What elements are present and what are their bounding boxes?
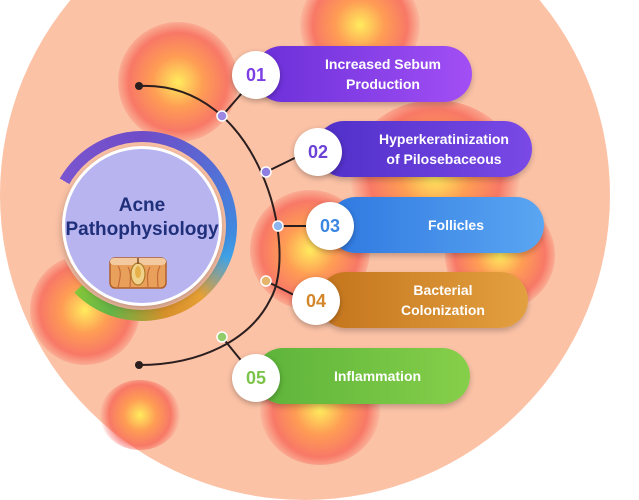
connector-node [216,110,228,122]
connector-node [260,275,272,287]
connector-endpoint [135,82,143,90]
step-01-label-line1: Increased Sebum [325,56,441,72]
step-03-label-line1: Follicles [427,217,485,233]
step-03-number-badge: 03 [306,202,354,250]
center-title: Acne Pathophysiology [62,194,222,242]
connector-endpoint [135,361,143,369]
acne-pathophysiology-diagram: Acne Pathophysiology Increased Sebum Pro… [0,0,610,500]
step-05-number: 05 [245,367,267,388]
connector-node [216,331,228,343]
step-03-number: 03 [319,215,341,236]
step-02-number-badge: 02 [294,128,342,176]
step-05-label-line1: Inflammation [333,368,422,384]
step-05-pill: Inflammation [255,348,470,404]
heat-blob [100,380,180,450]
step-02-number: 02 [307,141,329,162]
step-01-label-line2: Production [346,76,420,92]
step-01-number-badge: 01 [232,51,280,99]
connector-node [272,220,284,232]
connector-node [260,166,272,178]
step-04-pill: Bacterial Colonization [318,272,528,328]
step-02-pill: Hyperkeratinization of Pilosebaceous [316,121,532,177]
step-02-label-line2: of Pilosebaceous [386,151,502,167]
step-04-number-badge: 04 [292,277,340,325]
step-04-number: 04 [305,290,327,311]
skin-follicle-icon [109,257,167,289]
center-title-line2: Pathophysiology [65,219,219,240]
step-03-pill: Follicles [328,197,544,253]
step-01-pill: Increased Sebum Production [254,46,472,102]
step-01-number: 01 [245,64,267,85]
step-05-number-badge: 05 [232,354,280,402]
heat-blob [118,22,238,142]
center-title-line1: Acne [118,195,166,216]
step-04-label-line2: Colonization [401,302,485,318]
step-04-label-line1: Bacterial [413,282,473,298]
step-02-label-line1: Hyperkeratinization [379,131,509,147]
